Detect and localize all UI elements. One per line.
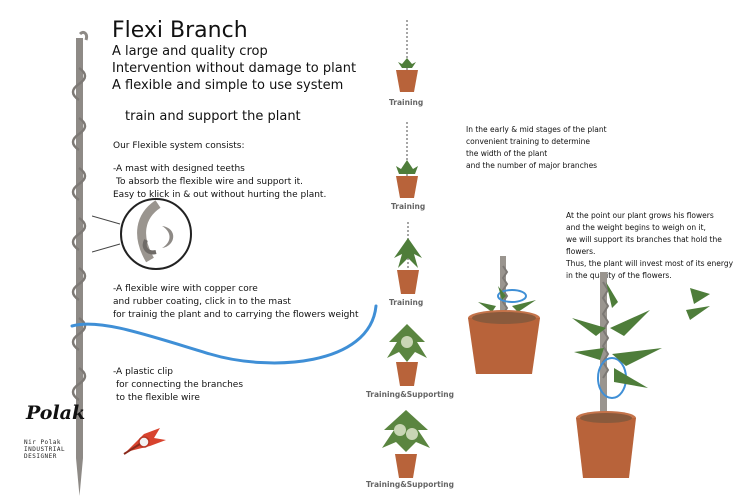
wire-line-2: and rubber coating, click in to the mast: [113, 297, 291, 307]
tagline-3: A flexible and simple to use system: [112, 78, 344, 93]
early-line-4: and the number of major branches: [466, 161, 598, 170]
page-title: Flexi Branch: [112, 18, 248, 43]
wire-line-3: for trainig the plant and to carrying th…: [113, 310, 359, 320]
stage-5-plant: [382, 410, 430, 478]
clip-description: -A plastic clip for connecting the branc…: [113, 366, 243, 405]
subtitle: train and support the plant: [125, 109, 301, 124]
mast-illustration: [71, 30, 88, 496]
designer-role-1: INDUSTRIAL: [24, 446, 66, 453]
mast-line-1: -A mast with designed teeths: [113, 164, 245, 174]
stage-3-label: Training: [389, 298, 424, 307]
late-line-5: in the quality of the flowers.: [566, 271, 672, 280]
zoom-connector: [92, 215, 121, 253]
late-line-3: we will support its branches that hold t…: [566, 235, 722, 256]
mature-pot-render: [572, 272, 710, 478]
mast-line-3: Easy to klick in & out without hurting t…: [113, 190, 327, 200]
designer-role-2: DESIGNER: [24, 453, 57, 460]
early-line-2: convenient training to determine: [466, 137, 591, 146]
late-line-2: and the weight begins to weigh on it,: [566, 223, 706, 232]
wire-description: -A flexible wire with copper core and ru…: [113, 283, 359, 322]
mast-line-2: To absorb the flexible wire and support …: [116, 177, 304, 187]
early-stage-note: In the early & mid stages of the plant c…: [466, 124, 607, 172]
early-line-3: the width of the plant: [466, 149, 548, 158]
clip-line-3: to the flexible wire: [116, 393, 200, 403]
stage-4-label: Training&Supporting: [366, 390, 454, 399]
tagline-2: Intervention without damage to plant: [112, 61, 357, 76]
clip-line-1: -A plastic clip: [113, 367, 173, 377]
stage-2-plant: [396, 122, 418, 198]
designer-credit: Nir Polak INDUSTRIAL DESIGNER: [24, 439, 65, 460]
stage-1-label: Training: [389, 98, 424, 107]
system-intro: Our Flexible system consists:: [113, 141, 245, 151]
early-pot-render: [468, 256, 540, 374]
late-line-1: At the point our plant grows his flowers: [566, 211, 714, 220]
stage-4-plant: [387, 324, 427, 386]
wire-line-1: -A flexible wire with copper core: [113, 284, 258, 294]
stage-5-label: Training&Supporting: [366, 480, 454, 489]
plastic-clip-icon: [123, 428, 166, 455]
early-line-1: In the early & mid stages of the plant: [466, 125, 607, 134]
late-stage-note: At the point our plant grows his flowers…: [566, 210, 751, 282]
stage-3-plant: [394, 222, 422, 294]
designer-name: Nir Polak: [24, 439, 62, 446]
flexible-wire: [70, 304, 378, 365]
late-line-4: Thus, the plant will invest most of its …: [566, 259, 734, 268]
mast-description: -A mast with designed teeths To absorb t…: [113, 163, 326, 202]
mast-teeth-zoom: [120, 198, 192, 270]
tagline-1: A large and quality crop: [112, 44, 268, 59]
stage-1-plant: [396, 20, 418, 92]
clip-line-2: for connecting the branches: [116, 380, 244, 390]
stage-2-label: Training: [391, 202, 426, 211]
designer-signature: Polak: [26, 402, 86, 424]
